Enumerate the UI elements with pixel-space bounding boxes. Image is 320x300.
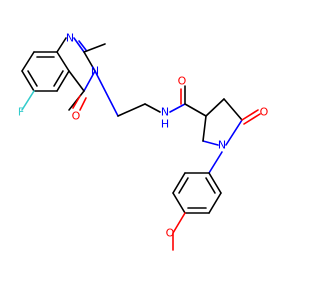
atom-n3-label: N bbox=[91, 65, 99, 78]
atom-amide-n-label: N bbox=[161, 106, 169, 119]
atom-lactam-o-label: O bbox=[260, 106, 269, 119]
pyrimidinone-ring bbox=[56, 37, 96, 111]
molecule-canvas: N N N H N O O O O F bbox=[18, 32, 269, 251]
atom-pyrrolidine-n-label: N bbox=[218, 139, 226, 152]
benzo-ring bbox=[21, 51, 70, 92]
atom-methoxy-o-label: O bbox=[166, 227, 175, 240]
c4-carbonyl-bond-2 bbox=[79, 97, 87, 111]
ethyl-linker bbox=[94, 70, 161, 117]
c2-methyl-bond bbox=[83, 43, 106, 53]
atom-n1-label: N bbox=[66, 32, 74, 45]
atom-amide-h-label: H bbox=[161, 118, 169, 131]
atom-quinazolinone-o-label: O bbox=[72, 110, 81, 123]
amide-group bbox=[169, 85, 207, 117]
c-f-bond bbox=[21, 90, 35, 111]
pyrrolidinone-ring bbox=[202, 98, 261, 146]
atom-amide-o-label: O bbox=[178, 75, 187, 88]
c4-carbonyl-bond bbox=[72, 95, 81, 109]
methoxyphenyl-ring bbox=[172, 151, 223, 251]
atom-f-label: F bbox=[18, 106, 24, 119]
structure-diagram: N N N H N O O O O F bbox=[18, 32, 269, 251]
